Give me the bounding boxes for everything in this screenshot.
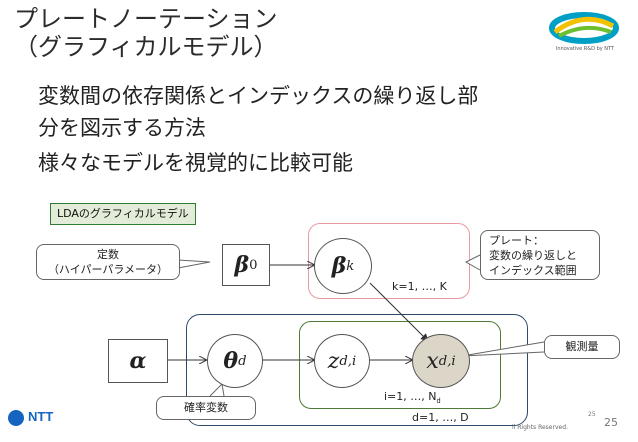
callout-plate: プレート： 変数の繰り返しと インデックス範囲 xyxy=(480,230,600,280)
page-number: 25 xyxy=(604,416,618,429)
slide-title-line2: （グラフィカルモデル） xyxy=(14,33,278,61)
plate-words xyxy=(299,321,501,409)
diagram-tag: LDAのグラフィカルモデル xyxy=(50,203,196,225)
plate-label-i: i=1, …, Nd xyxy=(384,390,441,406)
plate-label-d: d=1, …, D xyxy=(412,411,469,424)
logo-caption: Innovative R&D by NTT xyxy=(555,46,615,52)
slide-title-line1: プレートノーテーション xyxy=(14,5,278,33)
bullet-1-line1: 変数間の依存関係とインデックスの繰り返し部 xyxy=(38,84,479,108)
arrow-betak-x xyxy=(369,282,429,342)
callout-constant: 定数 （ハイパーパラメータ） xyxy=(36,244,180,280)
plate-documents xyxy=(186,314,528,426)
node-alpha: α xyxy=(108,339,168,383)
bullet-1-line2: 分を図示する方法 xyxy=(38,116,206,140)
page-number-small: 25 xyxy=(588,411,596,418)
callout-random-variable: 確率変数 xyxy=(156,396,256,420)
ntt-rd-logo xyxy=(545,8,623,60)
callout-observed: 観測量 xyxy=(544,335,620,359)
ntt-footer-logo: NTT xyxy=(8,409,53,426)
plate-label-k: k=1, …, K xyxy=(392,280,447,293)
bullet-2-line1: 様々なモデルを視覚的に比較可能 xyxy=(38,151,353,175)
copyright-text: ll Rights Reserved. xyxy=(512,424,568,431)
